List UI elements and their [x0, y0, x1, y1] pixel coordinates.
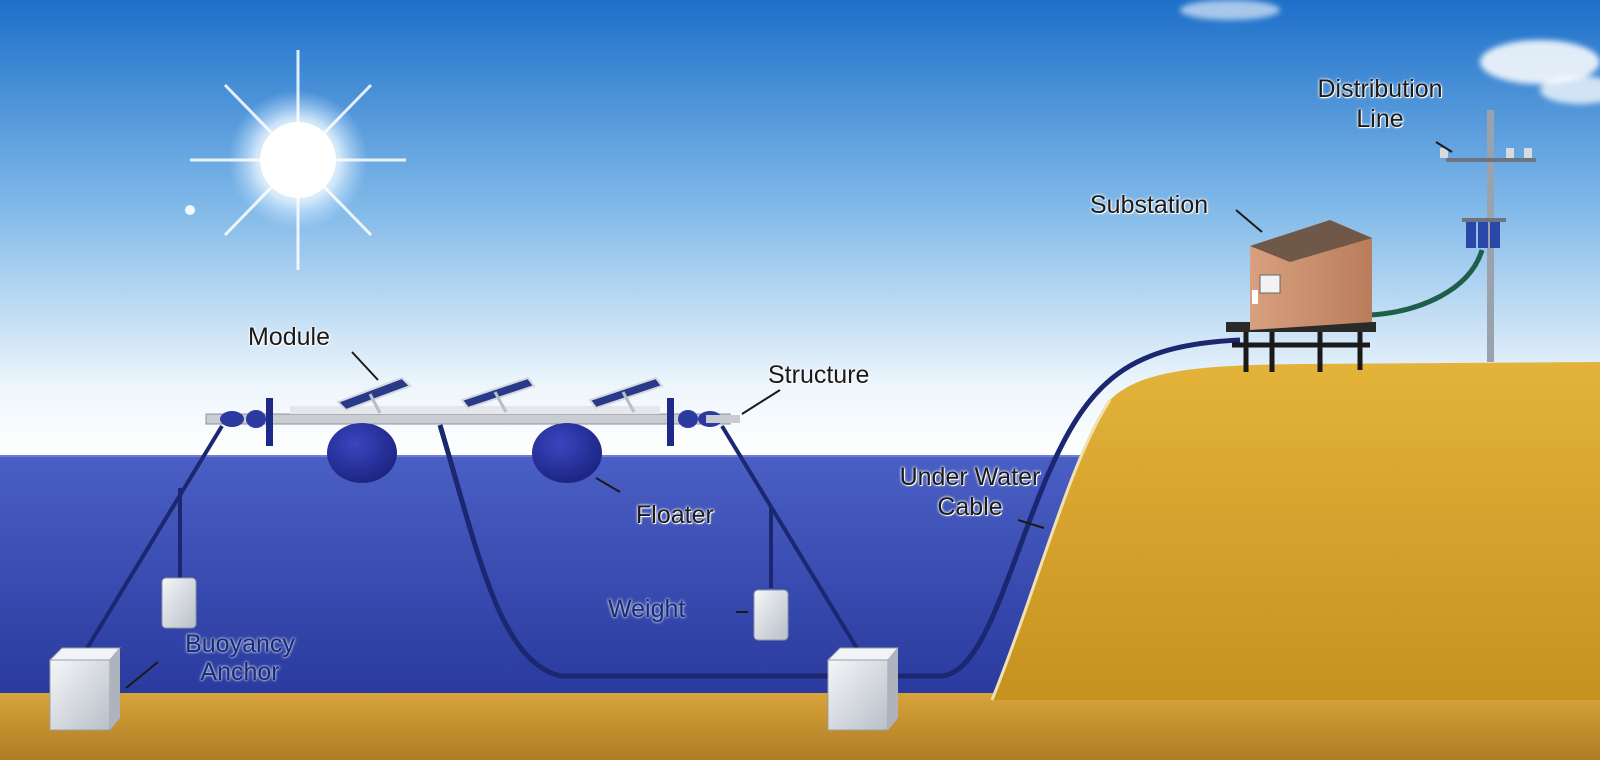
mooring-lines — [84, 424, 860, 652]
floater — [327, 423, 602, 483]
structure-bracket — [220, 398, 740, 446]
label-module: Module — [248, 323, 330, 351]
seabed — [0, 693, 1600, 772]
label-distribution-line-line2: Line — [1356, 105, 1404, 133]
leader-lines — [125, 141, 1453, 689]
clouds — [1180, 0, 1600, 104]
label-substation: Substation — [1090, 191, 1209, 219]
solar-module — [336, 376, 664, 414]
label-buoyancy-anchor: Buoyancy Anchor — [160, 630, 320, 686]
label-buoyancy-anchor-line1: Buoyancy — [185, 630, 295, 658]
weight-block — [161, 577, 789, 641]
label-structure: Structure — [768, 361, 870, 389]
distribution-pole — [1440, 110, 1536, 362]
substation-building — [1226, 220, 1376, 372]
label-under-water-cable: Under Water Cable — [870, 462, 1070, 522]
label-floater: Floater — [636, 501, 714, 529]
shore-land — [992, 362, 1600, 700]
sun-icon — [185, 50, 406, 270]
label-distribution-line: Distribution Line — [1290, 74, 1470, 134]
label-under-water-cable-line1: Under Water — [899, 463, 1041, 491]
label-under-water-cable-line2: Cable — [937, 493, 1003, 521]
label-distribution-line-line1: Distribution — [1317, 75, 1443, 103]
label-buoyancy-anchor-line2: Anchor — [200, 658, 280, 686]
under-water-cable — [437, 337, 1241, 679]
anchor-block — [48, 647, 900, 731]
label-weight: Weight — [608, 595, 686, 623]
